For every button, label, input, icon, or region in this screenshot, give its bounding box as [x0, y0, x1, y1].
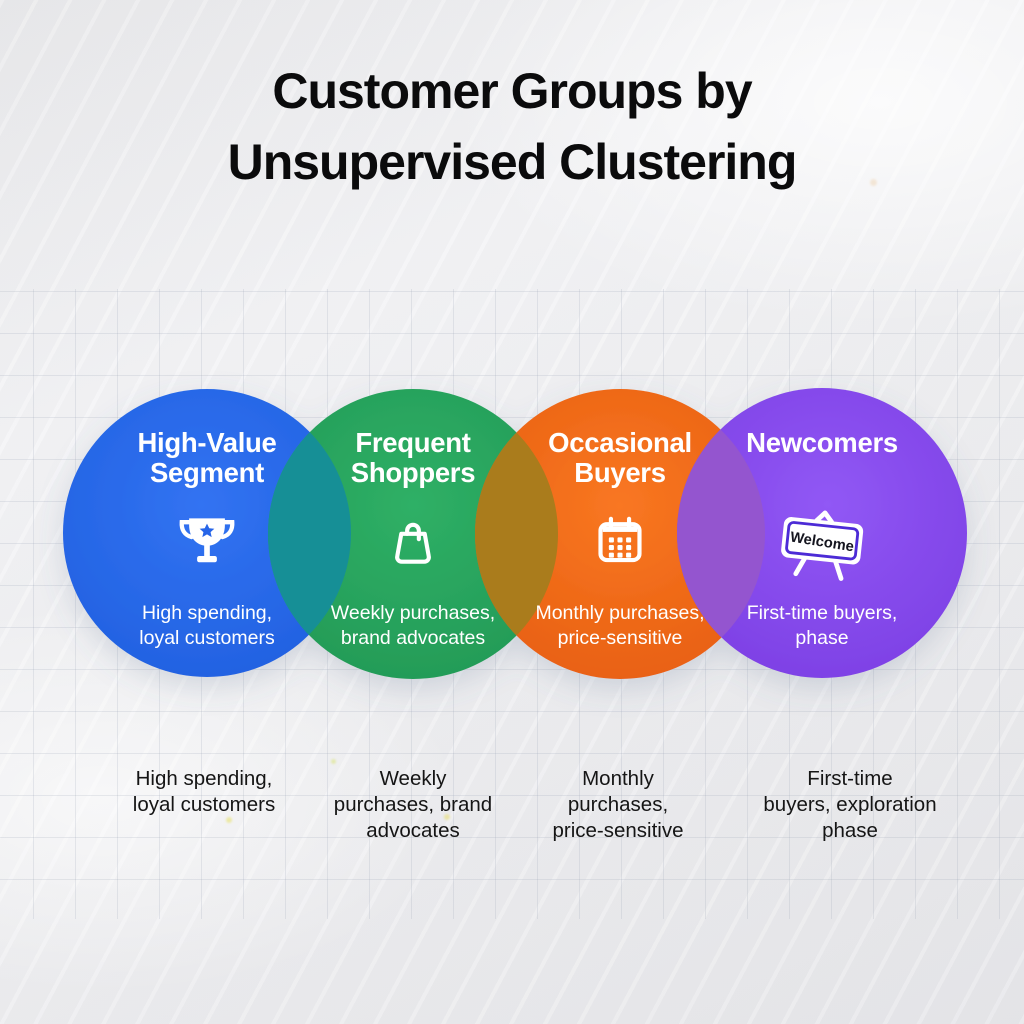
cluster-newcomers: Newcomers Welcome First-time buyers, pha…: [697, 420, 947, 670]
caption-high-value: High spending, loyal customers: [132, 767, 276, 817]
circle-occasional-buyers: [475, 389, 765, 679]
shopping-bag-icon: [386, 512, 440, 570]
cluster-description: Weekly purchases, brand advocates: [330, 602, 496, 650]
trophy-icon: [175, 512, 239, 570]
cluster-description: Monthly purchases, price-sensitive: [535, 602, 705, 650]
sparkle-dot: [331, 759, 336, 764]
cluster-occasional-buyers: Occasional Buyers Monthly purchases, pri…: [495, 420, 745, 670]
cluster-title: High-Value Segment: [137, 427, 277, 489]
cluster-title: Frequent Shoppers: [350, 427, 476, 489]
welcome-sign-icon: Welcome: [770, 508, 874, 582]
page-title: Customer Groups by Unsupervised Clusteri…: [227, 63, 798, 190]
cluster-description: First-time buyers, phase: [746, 602, 898, 650]
calendar-icon: [591, 512, 649, 570]
caption-newcomers: First-time buyers, exploration phase: [763, 767, 937, 843]
caption-frequent-shoppers: Weekly purchases, brand advocates: [333, 767, 493, 843]
cluster-description: High spending, loyal customers: [139, 602, 275, 650]
sparkle-dot: [444, 814, 450, 820]
sparkle-dot: [226, 817, 232, 823]
cluster-high-value-segment: High-Value Segment High spending, loyal …: [82, 420, 332, 670]
cluster-title: Occasional Buyers: [548, 427, 692, 489]
cluster-frequent-shoppers: Frequent Shoppers Weekly purchases, bran…: [288, 420, 538, 670]
caption-occasional-buyers: Monthly purchases, price-sensitive: [552, 767, 684, 843]
sparkle-dot: [870, 179, 877, 186]
cluster-title: Newcomers: [746, 427, 898, 458]
